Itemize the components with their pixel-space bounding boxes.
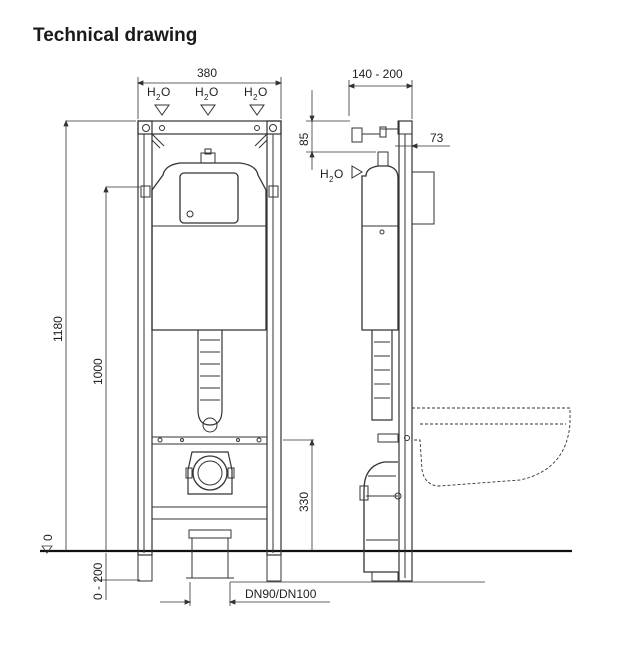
svg-text:O: O	[258, 85, 267, 99]
side-view	[351, 120, 571, 582]
svg-text:2: 2	[156, 93, 161, 102]
svg-text:2: 2	[329, 175, 334, 184]
dim-330-label: 330	[297, 492, 311, 512]
dim-adjust-label: 0 - 200	[91, 562, 105, 600]
svg-text:O: O	[161, 85, 170, 99]
svg-text:H: H	[320, 167, 329, 181]
svg-text:H: H	[244, 85, 253, 99]
dim-85-label: 85	[297, 132, 311, 146]
page-title: Technical drawing	[33, 25, 198, 46]
svg-text:O: O	[209, 85, 218, 99]
water-label-3: H 2 O	[244, 85, 267, 102]
dim-pipe-label: DN90/DN100	[245, 587, 317, 601]
front-view	[137, 120, 282, 582]
water-label-2: H 2 O	[195, 85, 218, 102]
dim-73-label: 73	[430, 131, 444, 145]
side-dimensions	[306, 80, 450, 170]
dim-zero-label: 0	[41, 534, 55, 541]
svg-text:2: 2	[253, 93, 258, 102]
dim-1180-label: 1180	[51, 316, 65, 342]
front-dimensions	[41, 77, 485, 606]
svg-text:H: H	[195, 85, 204, 99]
dim-1000-label: 1000	[91, 358, 105, 385]
water-label-side: H 2 O	[320, 167, 343, 184]
svg-text:H: H	[147, 85, 156, 99]
svg-text:O: O	[334, 167, 343, 181]
water-label-1: H 2 O	[147, 85, 170, 102]
dim-depth-label: 140 - 200	[352, 67, 403, 81]
svg-text:2: 2	[204, 93, 209, 102]
water-inlet-markers	[154, 104, 363, 179]
dim-width-label: 380	[197, 66, 217, 80]
